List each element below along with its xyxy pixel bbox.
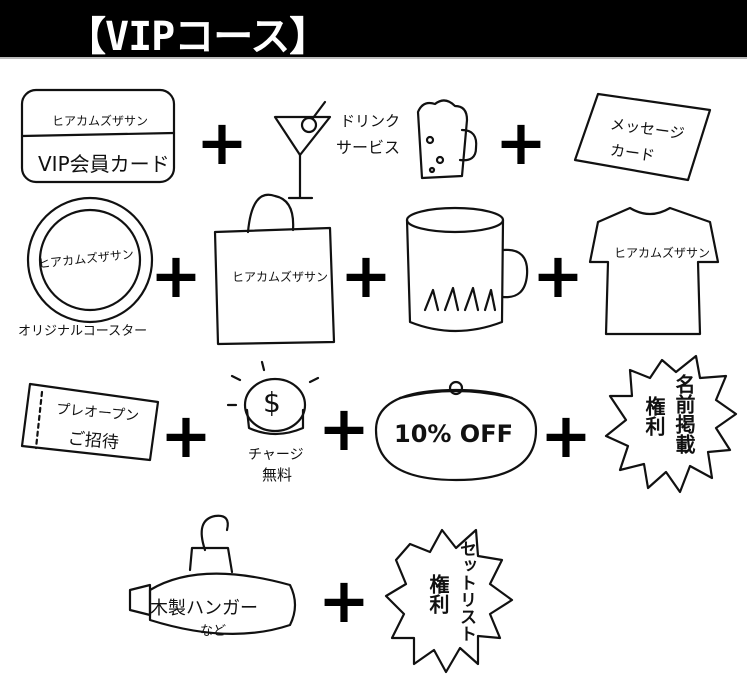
drink-label-1: ドリンク	[340, 112, 401, 130]
coin-dollar-icon: $	[263, 386, 281, 419]
drink-label-2: サービス	[336, 138, 401, 157]
tote-logo: ヒアカムズザサン	[232, 270, 329, 284]
setlist-col1: セットリスト	[456, 540, 476, 642]
plus-sign: +	[318, 392, 370, 465]
plus-sign: +	[150, 239, 202, 312]
plus-sign: +	[196, 106, 248, 179]
name-listing-col1: 名前掲載	[672, 374, 696, 454]
coaster-label: オリジナルコースター	[18, 324, 148, 339]
vip-card-label: VIP会員カード	[38, 152, 170, 176]
plus-sign: +	[495, 106, 547, 179]
header-bar: 【VIPコース】	[0, 0, 747, 60]
charge-label-2: 無料	[262, 466, 293, 484]
tshirt-logo: ヒアカムズザサン	[614, 246, 711, 260]
plus-sign: +	[160, 399, 212, 472]
hanger-label: 木製ハンガー	[150, 598, 258, 619]
plus-sign: +	[540, 399, 592, 472]
page-title: 【VIPコース】	[66, 14, 329, 60]
charge-label-1: チャージ	[248, 447, 304, 463]
plus-sign: +	[318, 564, 370, 637]
discount-label: 10% OFF	[394, 420, 513, 448]
vip-card-logo: ヒアカムズザサン	[52, 114, 149, 128]
hanger-sub-label: など	[200, 624, 227, 639]
plus-sign: +	[532, 239, 584, 312]
name-listing-col2: 権利	[642, 396, 666, 436]
setlist-col2: 権利	[426, 574, 450, 614]
plus-sign: +	[340, 239, 392, 312]
